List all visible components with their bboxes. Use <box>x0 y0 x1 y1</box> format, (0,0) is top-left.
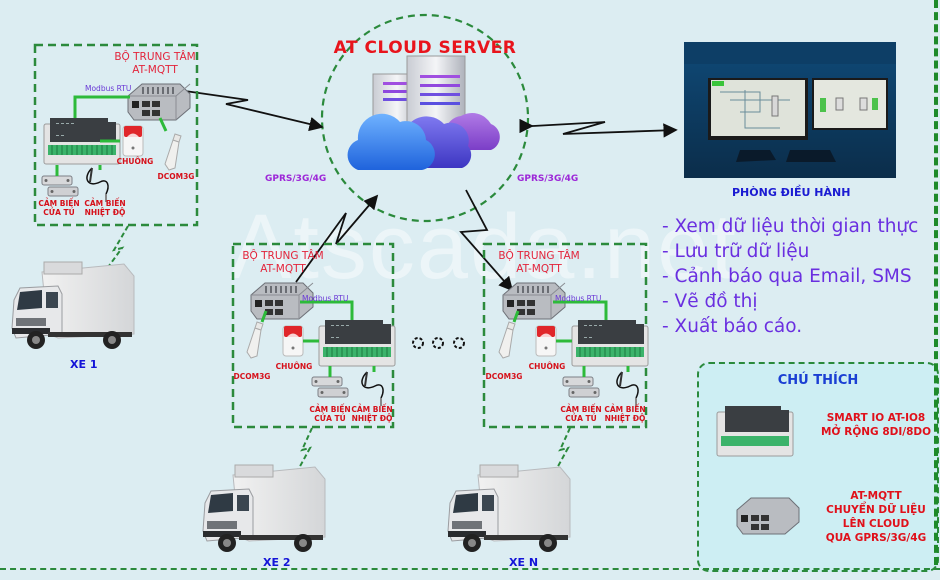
hub-title-xe2: BỘ TRUNG TÂM AT-MQTT <box>242 250 324 275</box>
temp-sensor-label-xe2: CẢM BIẾN NHIỆT ĐỘ <box>351 405 393 423</box>
link-label-right: GPRS/3G/4G <box>517 174 579 184</box>
bell-label-xen: CHUÔNG <box>528 362 566 371</box>
door-sensor-icon <box>41 175 79 197</box>
link-label-left: GPRS/3G/4G <box>265 174 327 184</box>
door-sensor-icon <box>311 376 349 398</box>
link-server-room <box>532 121 678 138</box>
bell-label-xe1: CHUÔNG <box>116 157 154 166</box>
dcom-label-xen: DCOM3G <box>485 372 523 381</box>
more-vehicles-ellipsis <box>412 337 465 349</box>
dcom-label-xe1: DCOM3G <box>157 172 195 181</box>
temperature-probe-icon <box>360 371 384 407</box>
truck-icon-xe2 <box>202 464 326 553</box>
cloud-server-title: AT CLOUD SERVER <box>333 38 517 58</box>
temperature-probe-icon <box>85 167 109 203</box>
door-sensor-label-xen: CẢM BIẾN CỬA TỦ <box>560 405 602 423</box>
feature-item: - Cảnh báo qua Email, SMS <box>662 266 912 287</box>
control-room-label: PHÒNG ĐIỀU HÀNH <box>732 186 851 199</box>
hub-title-xen: BỘ TRUNG TÂM AT-MQTT <box>498 250 580 275</box>
dcom-label-xe2: DCOM3G <box>233 372 271 381</box>
legend-panel: CHÚ THÍCH SMART IO AT-IO8 MỞ RỘNG 8DI/8D… <box>697 362 939 572</box>
link-xe2-server <box>295 194 379 283</box>
bell-icon <box>535 325 557 357</box>
dcom-dongle-icon <box>246 321 264 359</box>
control-room-image <box>684 42 896 178</box>
feature-item: - Xuất báo cáo. <box>662 316 803 337</box>
feature-item: - Lưu trữ dữ liệu <box>662 241 810 262</box>
io-module-icon <box>318 319 396 367</box>
feature-list: - Xem dữ liệu thời gian thực - Lưu trữ d… <box>662 214 918 339</box>
io-module-icon <box>571 319 649 367</box>
temperature-probe-icon <box>615 371 639 407</box>
divider-horizontal <box>0 568 940 570</box>
vehicle-label-xen: XE N <box>509 556 539 569</box>
link-xen-server <box>459 189 514 292</box>
dcom-dongle-icon <box>498 321 516 359</box>
mqtt-gateway-icon <box>736 497 800 535</box>
modbus-label-xe1: Modbus RTU <box>85 84 132 93</box>
bell-icon <box>122 125 144 157</box>
bell-label-xe2: CHUÔNG <box>275 362 313 371</box>
legend-item-io: SMART IO AT-IO8 MỞ RỘNG 8DI/8DO <box>820 412 932 438</box>
hub-title-xe1: BỘ TRUNG TÂM AT-MQTT <box>114 51 196 76</box>
truck-icon-xe1 <box>11 261 135 350</box>
io-module-icon <box>716 406 794 457</box>
bell-icon <box>282 325 304 357</box>
divider-vertical <box>934 0 938 565</box>
cloud-icon <box>347 113 500 170</box>
legend-title: CHÚ THÍCH <box>777 373 859 388</box>
door-sensor-label-xe1: CẢM BIẾN CỬA TỦ <box>38 199 80 217</box>
cloud-server-boundary <box>320 13 530 223</box>
vehicle-label-xe2: XE 2 <box>263 556 291 569</box>
dcom-dongle-icon <box>164 133 182 171</box>
door-sensor-label-xe2: CẢM BIẾN CỬA TỦ <box>309 405 351 423</box>
temp-sensor-label-xen: CẢM BIẾN NHIỆT ĐỘ <box>604 405 646 423</box>
hub-box-xe1 <box>33 43 199 227</box>
vehicle-label-xe1: XE 1 <box>70 358 98 371</box>
feature-item: - Xem dữ liệu thời gian thực <box>662 216 919 237</box>
truck-icon-xen <box>447 464 571 553</box>
wireless-links <box>184 90 678 292</box>
legend-item-mqtt: AT-MQTT CHUYỂN DỮ LIỆU LÊN CLOUD QUA GPR… <box>825 490 927 544</box>
modbus-label-xen: Modbus RTU <box>555 294 602 303</box>
link-xe1-server <box>184 90 324 132</box>
door-sensor-icon <box>562 376 600 398</box>
mqtt-gateway-icon <box>127 83 191 121</box>
modbus-label-xe2: Modbus RTU <box>302 294 349 303</box>
temp-sensor-label-xe1: CẢM BIẾN NHIỆT ĐỘ <box>84 199 126 217</box>
feature-item: - Vẽ đồ thị <box>662 291 758 312</box>
